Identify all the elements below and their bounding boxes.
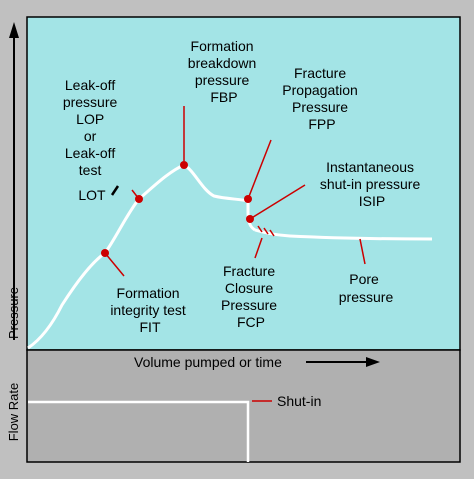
x-axis-arrowhead [366,357,380,367]
isip-label: Instantaneous shut-in pressure ISIP [320,159,424,209]
x-axis-label: Volume pumped or time [134,354,282,370]
y-axis-label-flow-rate: Flow Rate [6,383,21,442]
shutin-label: Shut-in [277,393,321,409]
y-axis-arrowhead [9,22,19,38]
lop-label: Leak-off pressure LOP or Leak-off test L… [63,77,121,203]
lop-tick-mark [110,185,120,196]
fbp-label: Formation breakdown pressure FBP [188,38,260,105]
fcp-leader-2 [263,227,269,235]
fcp-leader-3 [269,229,275,237]
fcp-leader [254,237,263,259]
pore-pressure-label: Pore pressure [339,271,394,305]
pore-pressure-leader [359,238,366,265]
lop-leader [131,189,140,200]
fcp-label: Fracture Closure Pressure FCP [221,263,281,330]
fpp-leader [247,139,272,200]
fbp-point [180,161,188,169]
fit-label: Formation integrity test FIT [110,285,189,335]
flow-rate-panel [26,349,461,463]
flow-rate-line [28,400,250,462]
pressure-panel [26,16,461,351]
isip-leader [249,184,306,220]
fcp-leader-1 [257,225,263,233]
y-axis-label-pressure: Pressure [6,287,21,339]
fit-leader [104,252,125,277]
fpp-label: Fracture Propagation Pressure FPP [282,65,361,132]
